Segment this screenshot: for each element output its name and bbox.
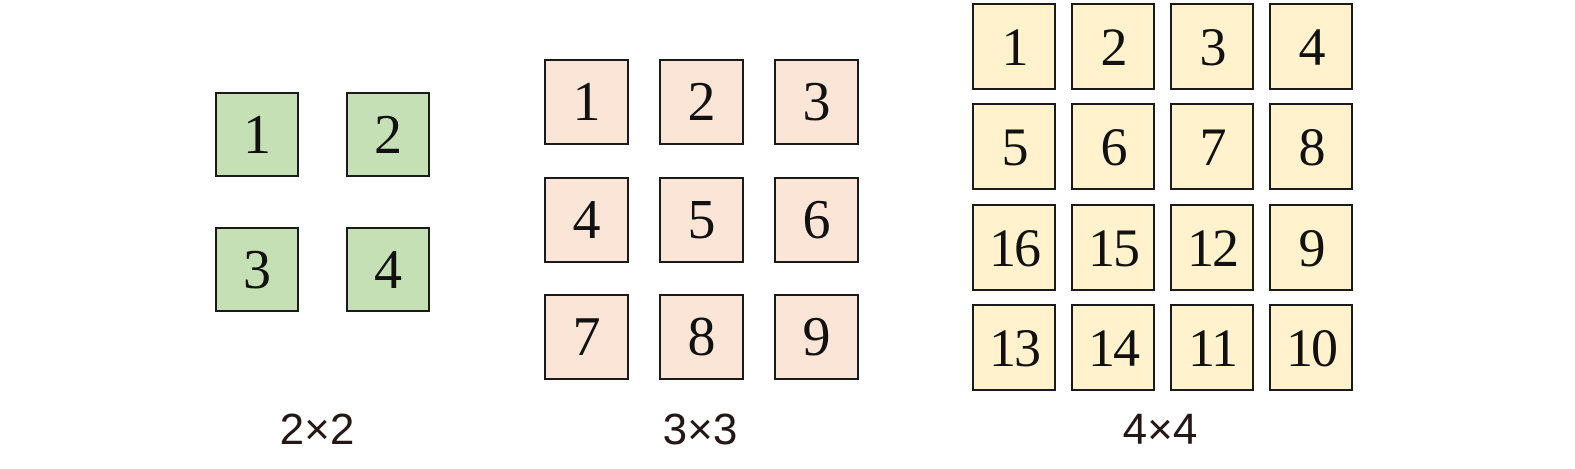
tile-3x3-6: 6 [774,177,859,263]
tile-4x4-3: 3 [1170,3,1254,90]
tile-3x3-8: 8 [659,294,744,380]
tile-3x3-2: 2 [659,59,744,145]
tile-4x4-7: 7 [1170,103,1254,190]
tile-3x3-5: 5 [659,177,744,263]
tile-2x2-1: 1 [215,92,299,177]
tile-3x3-7: 7 [544,294,629,380]
tile-4x4-13: 13 [972,304,1056,391]
tile-4x4-15: 15 [1071,204,1155,291]
tile-4x4-6: 6 [1071,103,1155,190]
caption-3x3: 3×3 [662,405,738,454]
tile-4x4-14: 14 [1071,304,1155,391]
tile-3x3-9: 9 [774,294,859,380]
tile-4x4-8: 8 [1269,103,1353,190]
caption-4x4: 4×4 [1122,405,1198,454]
tile-4x4-16: 16 [972,204,1056,291]
tile-4x4-9: 9 [1269,204,1353,291]
tile-4x4-10: 10 [1269,304,1353,391]
tile-4x4-2: 2 [1071,3,1155,90]
tile-2x2-4: 4 [346,227,430,312]
tile-3x3-4: 4 [544,177,629,263]
tile-4x4-4: 4 [1269,3,1353,90]
tile-3x3-3: 3 [774,59,859,145]
tile-3x3-1: 1 [544,59,629,145]
tile-4x4-11: 11 [1170,304,1254,391]
tile-2x2-3: 3 [215,227,299,312]
tile-4x4-5: 5 [972,103,1056,190]
tile-4x4-1: 1 [972,3,1056,90]
caption-2x2: 2×2 [279,405,355,454]
tile-2x2-2: 2 [346,92,430,177]
tile-4x4-12: 12 [1170,204,1254,291]
